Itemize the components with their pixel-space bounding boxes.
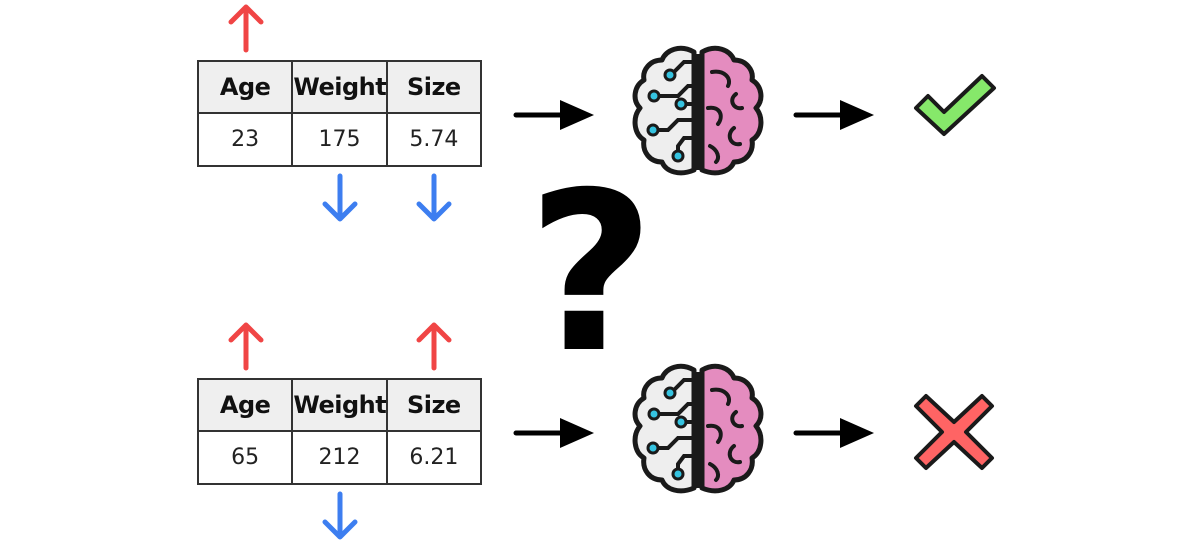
up-arrow-icon [416, 322, 452, 371]
column-header-size: Size [385, 378, 483, 432]
column-header-age: Age [196, 378, 294, 432]
cell-weight-value: 212 [291, 430, 388, 485]
feature-table-bottom: Age Weight Size 65 212 6.21 [196, 378, 483, 485]
down-arrow-icon [416, 173, 452, 222]
column-header-age: Age [196, 60, 294, 114]
column-header-weight: Weight [291, 378, 388, 432]
column-header-size: Size [385, 60, 483, 114]
check-icon [914, 74, 996, 136]
up-arrow-icon [228, 4, 264, 53]
cell-size-value: 6.21 [385, 430, 483, 485]
flow-arrow-icon [793, 100, 874, 130]
flow-arrow-icon [513, 418, 594, 448]
feature-table-top: Age Weight Size 23 175 5.74 [196, 60, 483, 167]
up-arrow-icon [228, 322, 264, 371]
flow-arrow-icon [513, 100, 594, 130]
question-mark: ? [527, 145, 655, 401]
cross-icon [914, 394, 994, 470]
cell-size-value: 5.74 [385, 112, 483, 167]
down-arrow-icon [322, 491, 358, 540]
column-header-weight: Weight [291, 60, 388, 114]
flow-arrow-icon [793, 418, 874, 448]
cell-weight-value: 175 [291, 112, 388, 167]
cell-age-value: 23 [196, 112, 294, 167]
down-arrow-icon [322, 173, 358, 222]
brain-icon [628, 354, 768, 506]
cell-age-value: 65 [196, 430, 294, 485]
